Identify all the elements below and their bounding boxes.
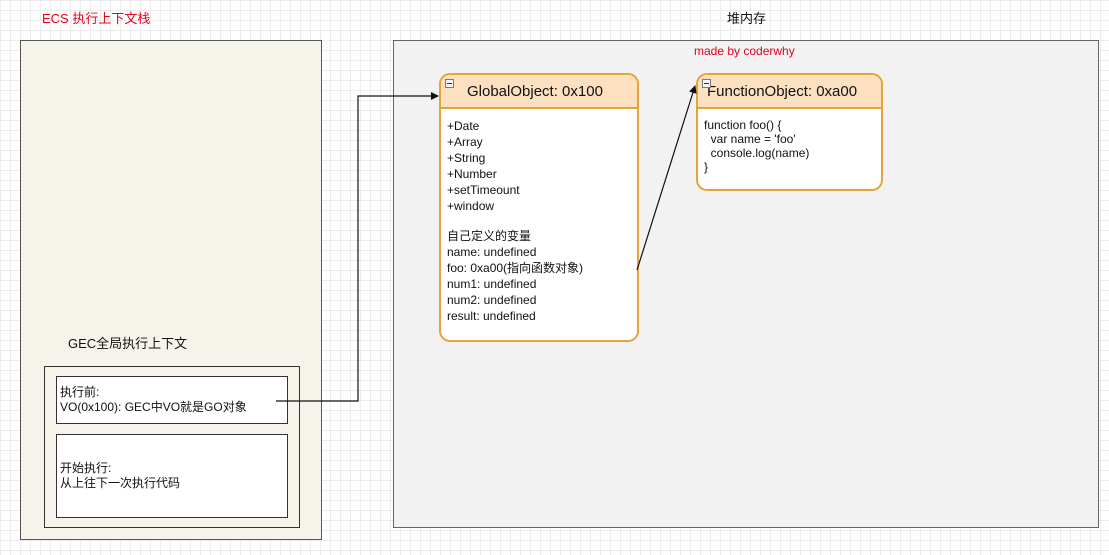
custom-vars-heading: 自己定义的变量 [447,229,532,243]
heap-title: 堆内存 [727,11,767,26]
code-line: console.log(name) [704,146,810,160]
function-code: function foo() { var name = 'foo' consol… [698,109,881,174]
builtin-property: +window [447,199,495,213]
foo-to-functionobject-arrow [636,85,697,271]
credit-text: made by coderwhy [694,44,795,58]
global-object-body: +Date +Array +String +Number +setTimeount +wi… [441,109,637,324]
function-object-title: FunctionObject: 0xa00 [698,75,881,109]
global-object-box: GlobalObject: 0x100 +Date +Array +String +N… [439,73,639,342]
custom-var: num1: undefined [447,277,537,291]
builtin-list: +Date +Array +String +Number +setTimeount +wi… [447,118,631,214]
custom-var: foo: 0xa00(指向函数对象) [447,261,584,275]
builtin-property: +Date [447,119,480,133]
gec-start-desc: 从上往下一次执行代码 [60,476,181,490]
function-object-box: FunctionObject: 0xa00 function foo() { v… [696,73,883,191]
gec-label: GEC全局执行上下文 [68,336,188,351]
global-object-title: GlobalObject: 0x100 [441,75,637,109]
collapse-icon[interactable] [445,79,454,88]
gec-start-title: 开始执行: [60,461,112,475]
code-line: } [704,160,709,174]
gec-context-box: 执行前: VO(0x100): GEC中VO就是GO对象 开始执行: 从上往下一… [44,366,300,528]
builtin-property: +Array [447,135,483,149]
custom-var: name: undefined [447,245,537,259]
builtin-property: +Number [447,167,497,181]
gec-start-box: 开始执行: 从上往下一次执行代码 [56,434,288,518]
vo-to-globalobject-arrow [276,92,439,402]
ecs-title: ECS 执行上下文栈 [42,11,151,26]
custom-var-list: name: undefined foo: 0xa00(指向函数对象) num1: u… [447,244,631,324]
code-line: function foo() { [704,118,782,132]
custom-var: result: undefined [447,309,536,323]
gec-before-title: 执行前: [60,385,100,399]
gec-before-box: 执行前: VO(0x100): GEC中VO就是GO对象 [56,376,288,424]
gec-before-vo: VO(0x100): GEC中VO就是GO对象 [60,400,247,414]
code-line: var name = 'foo' [704,132,796,146]
builtin-property: +setTimeount [447,183,520,197]
custom-var: num2: undefined [447,293,537,307]
builtin-property: +String [447,151,486,165]
collapse-icon[interactable] [702,79,711,88]
